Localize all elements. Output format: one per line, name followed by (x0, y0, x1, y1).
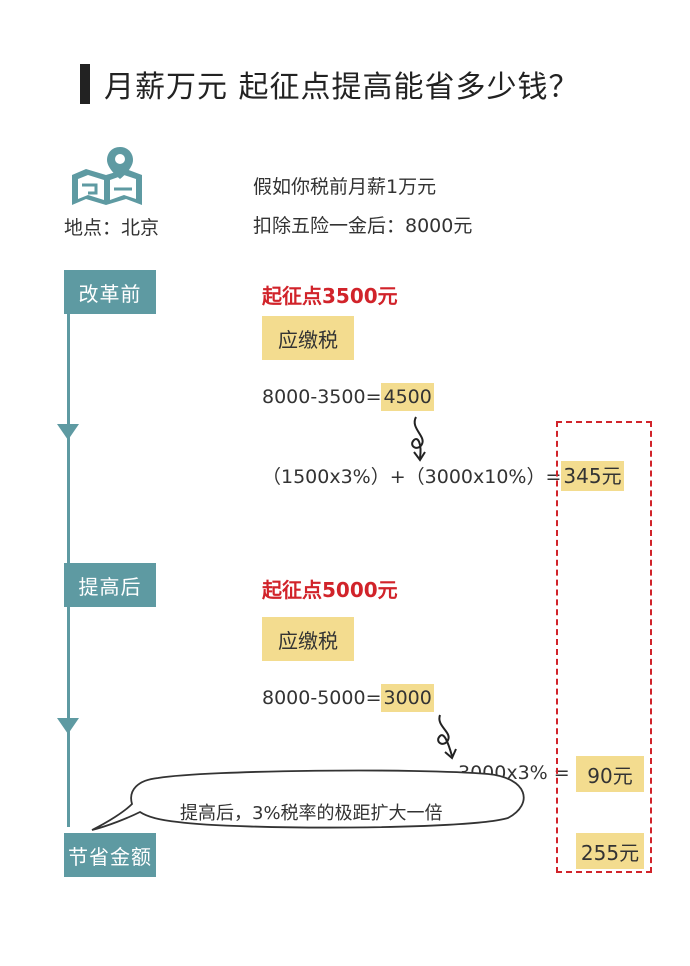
calc-before-prefix: （1500x3%）+（3000x10%）= (262, 466, 562, 488)
formula-after-prefix: 8000-5000= (262, 687, 382, 709)
calc-before-result: 345元 (561, 461, 624, 491)
calc-before: （1500x3%）+（3000x10%）=345元 (262, 460, 624, 491)
speech-bubble (91, 769, 525, 831)
timeline-arrow-down (57, 424, 79, 440)
curly-arrow-icon (411, 416, 426, 462)
results-highlight-frame (556, 421, 652, 873)
speech-bubble-text: 提高后，3%税率的极距扩大一倍 (180, 803, 443, 824)
formula-after-result: 3000 (381, 684, 434, 712)
timeline-arrow-down (57, 718, 79, 734)
intro-salary: 假如你税前月薪1万元 (253, 176, 437, 198)
threshold-after: 起征点5000元 (262, 578, 398, 602)
intro-after-insurance: 扣除五险一金后：8000元 (253, 215, 473, 237)
formula-before-prefix: 8000-3500= (262, 386, 382, 408)
threshold-before: 起征点3500元 (262, 284, 398, 308)
tag-after-reform: 提高后 (64, 563, 156, 607)
formula-before: 8000-3500=4500 (262, 383, 434, 411)
curly-arrow-icon (437, 714, 457, 760)
savings-amount: 255元 (576, 833, 644, 869)
location-label: 地点：北京 (64, 217, 160, 239)
formula-before-result: 4500 (381, 383, 434, 411)
title-bar-marker (80, 64, 90, 104)
tag-before-reform: 改革前 (64, 270, 156, 314)
calc-after-result: 90元 (576, 756, 644, 792)
tax-due-label-before: 应缴税 (262, 316, 354, 360)
tax-due-label-after: 应缴税 (262, 617, 354, 661)
formula-after: 8000-5000=3000 (262, 684, 434, 712)
page-title: 月薪万元 起征点提高能省多少钱？ (104, 70, 580, 105)
map-location-icon (72, 147, 142, 205)
tag-savings: 节省金额 (64, 833, 156, 877)
